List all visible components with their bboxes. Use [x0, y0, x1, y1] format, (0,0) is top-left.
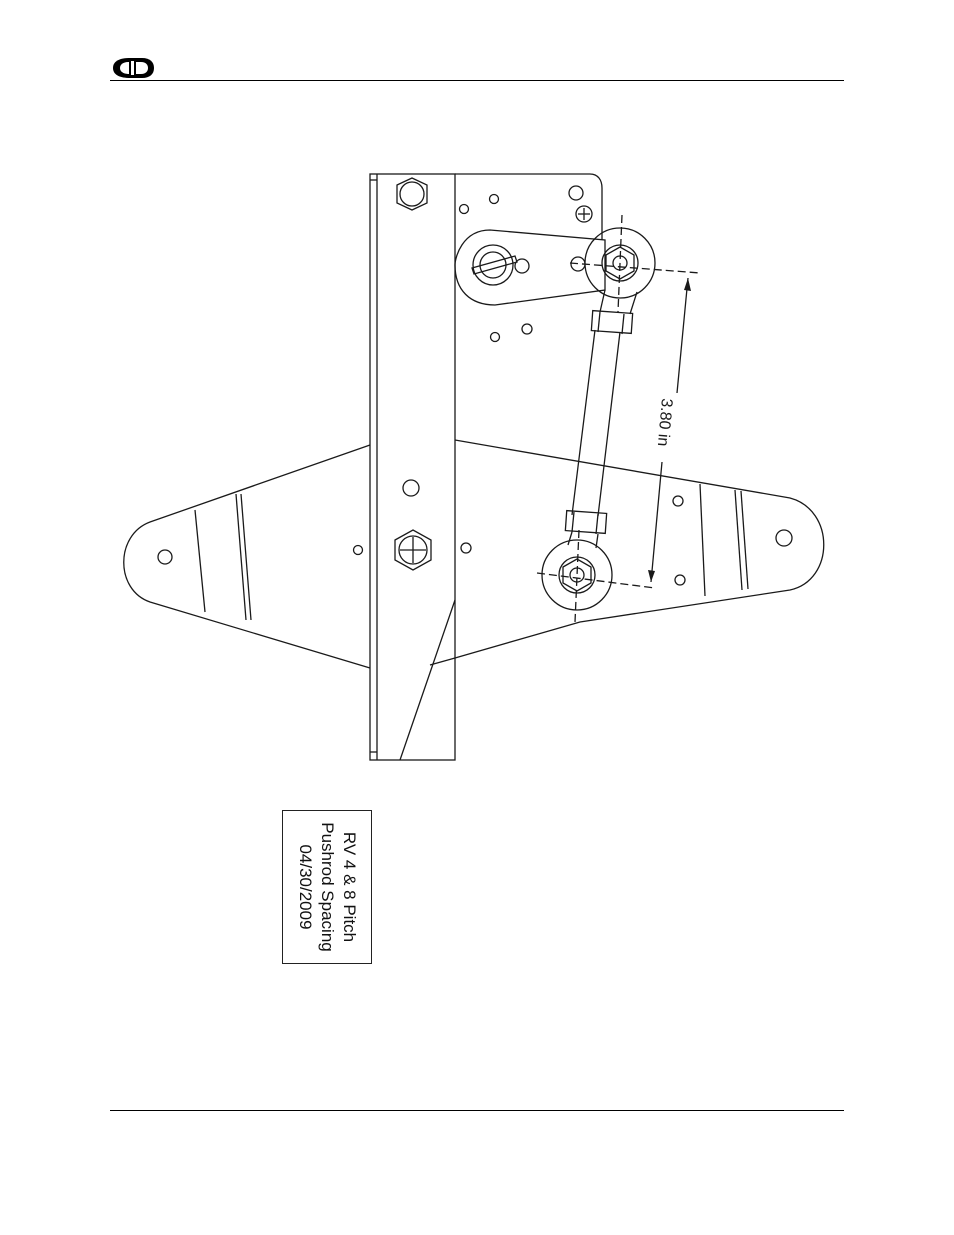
title-block-text: RV 4 & 8 Pitch Pushrod Spacing 04/30/200… — [294, 812, 360, 962]
title-line-1: RV 4 & 8 Pitch — [338, 812, 360, 962]
pushrod-tube — [572, 330, 620, 516]
mount-channel — [370, 174, 455, 760]
footer-rule — [110, 1110, 844, 1111]
bellcrank-plate — [124, 445, 370, 668]
title-line-3: 04/30/2009 — [294, 812, 316, 962]
title-line-2: Pushrod Spacing — [316, 812, 338, 962]
drawing-title-block: RV 4 & 8 Pitch Pushrod Spacing 04/30/200… — [282, 810, 372, 964]
idler-arm — [455, 230, 605, 305]
dimension-label: 3.80 in — [654, 398, 675, 447]
